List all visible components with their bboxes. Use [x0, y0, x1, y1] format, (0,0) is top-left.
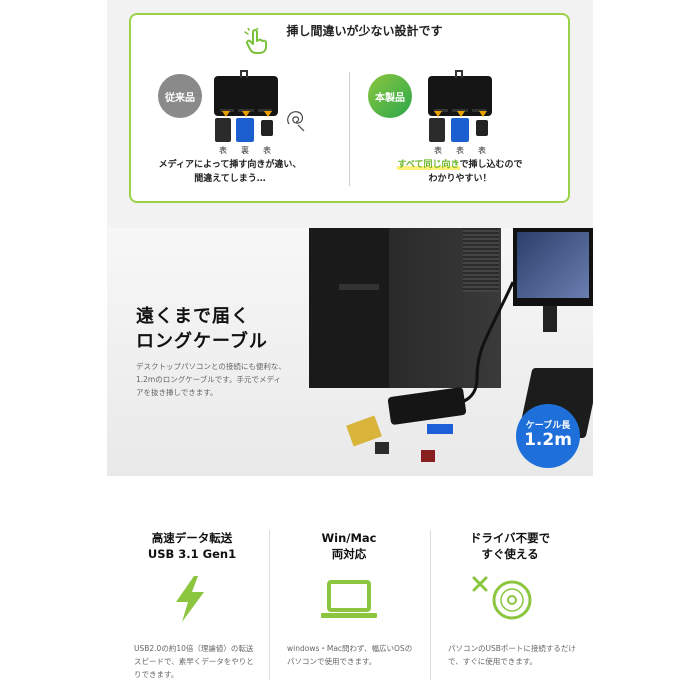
product-badge: 本製品	[368, 74, 412, 118]
feature-title-line2: すぐ使える	[481, 547, 539, 561]
cable-stub-icon	[455, 70, 463, 78]
feature-description: windows・Mac問わず、幅広いOSのパソコンで使用できます。	[287, 644, 413, 666]
micro-sd-card-image	[375, 442, 389, 454]
feature-title-line1: ドライバ不要で	[469, 531, 551, 545]
feature-divider	[269, 530, 270, 680]
feature-title-line1: 高速データ転送	[151, 531, 233, 545]
product-caption-line2: わかりやすい！	[428, 174, 492, 184]
conventional-caption-line2: 間違えてしまう…	[194, 174, 266, 184]
insert-arrow-icon	[264, 111, 272, 117]
card-face-label: 裏	[241, 146, 249, 155]
laptop-icon	[321, 580, 377, 618]
tangled-question-icon	[287, 111, 305, 132]
conventional-card-reader-image	[214, 76, 278, 116]
sd-card-image	[427, 424, 453, 434]
insert-arrow-icon	[434, 111, 442, 117]
conventional-badge: 従来品	[158, 74, 202, 118]
cable-length-label: ケーブル長	[525, 421, 571, 431]
cable-length-badge: ケーブル長 1.2m	[516, 404, 580, 468]
feature-title: 高速データ転送 USB 3.1 Gen1	[112, 530, 272, 562]
caption-rest: で挿し込むので	[459, 160, 523, 170]
comparison-divider	[349, 72, 350, 186]
cable-stub-icon	[240, 70, 248, 78]
feature-icon-area	[112, 574, 272, 624]
feature-title-line1: Win/Mac	[321, 531, 377, 545]
pc-vent-image	[463, 228, 499, 292]
long-cable-headline: 遠くまで届く ロングケーブル	[136, 304, 268, 354]
insert-arrow-icon	[242, 111, 250, 117]
monitor-screen-image	[517, 232, 589, 298]
card-face-label: 表	[263, 146, 271, 155]
feature-description: USB2.0の約10倍（理論値）の転送スピードで、素早くデータをやりとりできます…	[134, 644, 254, 679]
card-face-label: 表	[478, 146, 486, 155]
long-cable-description: デスクトップパソコンとの接続にも便利な、1.2mのロングケーブルです。手元でメデ…	[136, 362, 286, 397]
memory-card-image	[215, 118, 231, 142]
sd-card-back-image	[236, 118, 254, 142]
conventional-caption-line1: メディアによって挿す向きが違い、	[158, 160, 302, 170]
micro-sd-card-image	[476, 120, 488, 136]
lightning-icon	[176, 576, 204, 622]
cable-length-value: 1.2m	[524, 430, 572, 450]
card-face-label: 表	[434, 146, 442, 155]
feature-icon-area	[430, 574, 590, 624]
memory-card-image	[429, 118, 445, 142]
feature-title: ドライバ不要で すぐ使える	[430, 530, 590, 562]
feature-divider	[430, 530, 431, 680]
no-driver-disc-icon	[472, 576, 532, 620]
feature-high-speed: 高速データ転送 USB 3.1 Gen1 USB2.0の約10倍（理論値）の転送…	[112, 530, 272, 679]
comparison-title: 挿し間違いが少ない設計です	[286, 24, 443, 38]
feature-win-mac: Win/Mac 両対応 windows・Mac問わず、幅広いOSのパソコンで使用…	[269, 530, 429, 666]
product-card-reader-image	[428, 76, 492, 116]
conventional-caption: メディアによって挿す向きが違い、 間違えてしまう…	[150, 158, 310, 186]
headline-line2: ロングケーブル	[136, 331, 268, 352]
headline-line1: 遠くまで届く	[136, 306, 250, 327]
long-cable-photo	[107, 228, 593, 476]
feature-description: パソコンのUSBポートに接続するだけで、すぐに使用できます。	[448, 644, 576, 666]
monitor-stand-image	[543, 306, 557, 332]
insert-arrow-icon	[479, 111, 487, 117]
feature-title-line2: USB 3.1 Gen1	[147, 547, 237, 561]
product-caption: すべて同じ向きで挿し込むので わかりやすい！	[370, 158, 550, 186]
feature-icon-area	[269, 574, 429, 624]
feature-title: Win/Mac 両対応	[269, 530, 429, 562]
card-face-label: 表	[219, 146, 227, 155]
sd-card-front-image	[451, 118, 469, 142]
drive-slot-image	[339, 284, 379, 290]
caption-highlight: すべて同じ向き	[397, 160, 460, 170]
micro-sd-card-image	[261, 120, 273, 136]
insert-arrow-icon	[457, 111, 465, 117]
desktop-pc-image	[309, 228, 389, 388]
feature-title-line2: 両対応	[331, 547, 367, 561]
insert-arrow-icon	[222, 111, 230, 117]
memory-stick-image	[421, 450, 435, 462]
card-face-label: 表	[456, 146, 464, 155]
pointing-hand-icon	[244, 28, 267, 54]
feature-no-driver: ドライバ不要で すぐ使える パソコンのUSBポートに接続するだけで、すぐに使用で…	[430, 530, 590, 666]
